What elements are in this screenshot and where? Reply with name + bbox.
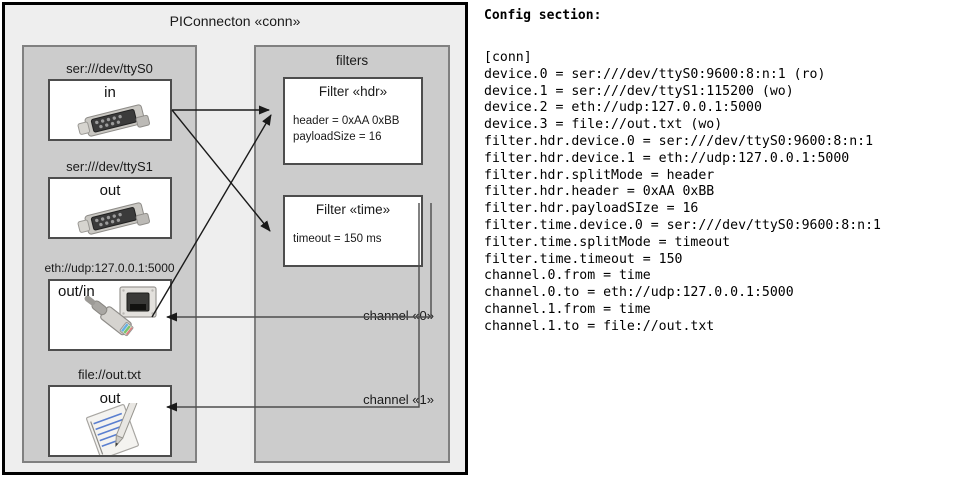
device-label-0: ser:///dev/ttyS0 <box>66 61 153 76</box>
device-port-0: in <box>104 84 116 101</box>
config-line: channel.1.from = time <box>484 301 651 317</box>
config-text: [conn]device.0 = ser:///dev/ttyS0:9600:8… <box>484 50 881 336</box>
filter-title-time: Filter «time» <box>315 202 391 217</box>
filter-title-hdr: Filter «hdr» <box>318 84 388 99</box>
filter-box-time[interactable]: Filter «time» timeout = 150 ms <box>283 195 423 267</box>
config-line: [conn] <box>484 50 532 65</box>
device-port-1: out <box>99 182 121 199</box>
device-box-1[interactable]: out <box>48 177 172 239</box>
config-line: filter.hdr.header = 0xAA 0xBB <box>484 184 715 200</box>
config-line: filter.hdr.device.0 = ser:///dev/ttyS0:9… <box>484 133 874 149</box>
config-line: device.2 = eth://udp:127.0.0.1:5000 <box>484 100 762 116</box>
device-box-0[interactable]: in <box>48 79 172 141</box>
filter-attr-timeout: timeout = 150 ms <box>293 233 382 245</box>
device-port-3: out <box>99 390 121 407</box>
device-box-3[interactable]: out <box>48 385 172 457</box>
config-line: filter.time.splitMode = timeout <box>484 234 731 250</box>
config-line: channel.0.from = time <box>484 268 651 284</box>
device-label-2: eth://udp:127.0.0.1:5000 <box>44 261 175 275</box>
channel-label-0: channel «0» <box>363 308 434 323</box>
channel-label-1: channel «1» <box>363 392 434 407</box>
devices-group: ser:///dev/ttyS0 in <box>22 45 197 463</box>
config-line: filter.hdr.payloadSIze = 16 <box>484 201 699 217</box>
config-line: device.3 = file://out.txt (wo) <box>484 117 723 133</box>
config-section: Config section: [conn]device.0 = ser:///… <box>482 0 962 484</box>
device-label-1: ser:///dev/ttyS1 <box>66 159 153 174</box>
config-line: filter.hdr.device.1 = eth://udp:127.0.0.… <box>484 150 850 166</box>
device-port-2: out/in <box>58 283 95 300</box>
filters-group: filters Filter «hdr» header = 0xAA 0xBB … <box>254 45 450 463</box>
config-line: channel.1.to = file://out.txt <box>484 318 715 334</box>
device-box-2[interactable]: out/in <box>48 279 172 351</box>
device-label-3: file://out.txt <box>78 367 141 382</box>
config-line: filter.hdr.splitMode = header <box>484 167 715 183</box>
config-line: device.1 = ser:///dev/ttyS1:115200 (wo) <box>484 83 794 99</box>
config-line: filter.time.timeout = 150 <box>484 251 683 267</box>
config-line: device.0 = ser:///dev/ttyS0:9600:8:n:1 (… <box>484 66 826 82</box>
config-line: channel.0.to = eth://udp:127.0.0.1:5000 <box>484 285 794 301</box>
filter-box-hdr[interactable]: Filter «hdr» header = 0xAA 0xBB payloadS… <box>283 77 423 165</box>
pi-connector-diagram: PIConnecton «conn» ser:///dev/ttyS0 in <box>2 2 468 475</box>
config-line: filter.time.device.0 = ser:///dev/ttyS0:… <box>484 217 881 233</box>
filter-attr-payloadsize: payloadSize = 16 <box>293 131 382 143</box>
filter-attr-header: header = 0xAA 0xBB <box>293 115 400 127</box>
filters-group-title: filters <box>335 53 369 68</box>
config-heading: Config section: <box>484 8 602 23</box>
diagram-title: PIConnecton «conn» <box>169 13 301 29</box>
